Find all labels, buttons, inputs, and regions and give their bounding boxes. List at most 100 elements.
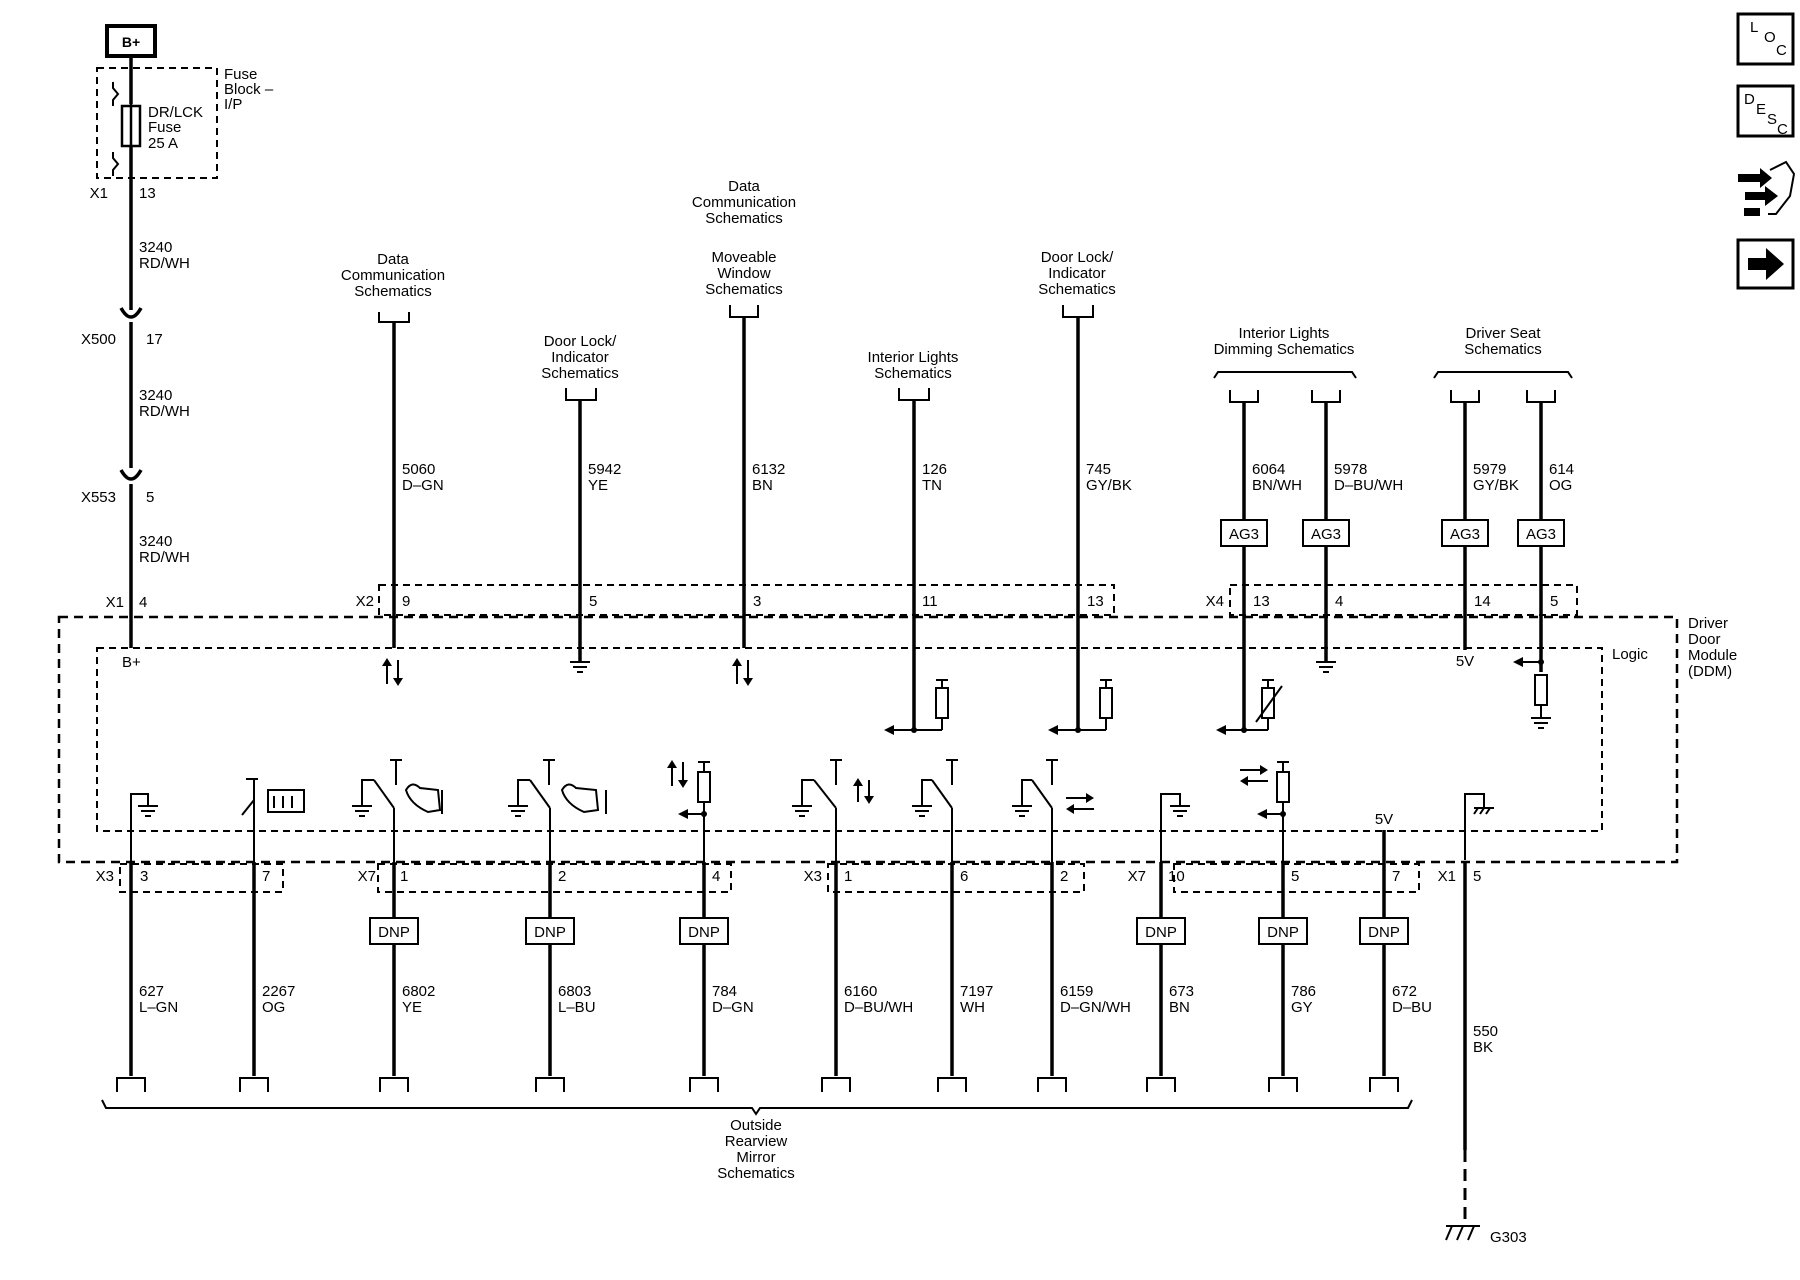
feed-color-2: RD/WH bbox=[139, 403, 190, 420]
next-page-button[interactable] bbox=[1736, 238, 1795, 290]
dnp-option-box bbox=[679, 917, 729, 945]
location-view-button[interactable]: LOC bbox=[1736, 12, 1795, 66]
connector-x3-b: X3 bbox=[804, 868, 822, 885]
connector-x4: X4 bbox=[1206, 593, 1224, 610]
pullup-resistor-icon bbox=[884, 679, 949, 735]
feed-color-3: RD/WH bbox=[139, 549, 190, 566]
ag3-option-box bbox=[1517, 519, 1565, 547]
mirror-fold-switch-icon bbox=[508, 759, 607, 880]
option-672: DNP bbox=[1368, 924, 1400, 941]
dimming-bracket bbox=[1213, 371, 1357, 379]
pullup-bidirectional-icon bbox=[1240, 761, 1290, 880]
svg-text:C: C bbox=[1776, 42, 1787, 59]
fuse-block-connector: X1 bbox=[90, 185, 108, 202]
color-5060: D–GN bbox=[402, 477, 444, 494]
x1-pin: 4 bbox=[139, 594, 147, 611]
circuit-7197: 7197 bbox=[960, 983, 993, 1000]
x553-connector-symbol bbox=[119, 469, 143, 481]
color-6132: BN bbox=[752, 477, 773, 494]
pin-126: 11 bbox=[922, 593, 938, 610]
vref-5v-label-bottom: 5V bbox=[1375, 811, 1393, 828]
color-672: D–BU bbox=[1392, 999, 1432, 1016]
color-6802: YE bbox=[402, 999, 422, 1016]
dnp-option-box bbox=[1136, 917, 1186, 945]
fuse-clip-top bbox=[112, 82, 120, 106]
harness-connector-symbol bbox=[535, 1077, 565, 1092]
pin-7197: 6 bbox=[960, 868, 968, 885]
harness-connector-symbol bbox=[1062, 305, 1094, 318]
option-786: DNP bbox=[1267, 924, 1299, 941]
harness-connector-symbol bbox=[379, 1077, 409, 1092]
connector-x1-b: X1 bbox=[1438, 868, 1456, 885]
harness-connector-symbol bbox=[1369, 1077, 1399, 1092]
ddm-outer-boundary bbox=[57, 615, 1679, 864]
color-784: D–GN bbox=[712, 999, 754, 1016]
x7-connector-body-a bbox=[377, 863, 732, 893]
circuit-5942: 5942 bbox=[588, 461, 621, 478]
circuit-550: 550 bbox=[1473, 1023, 1498, 1040]
color-6803: L–BU bbox=[558, 999, 596, 1016]
circuit-5060: 5060 bbox=[402, 461, 435, 478]
pin-745: 13 bbox=[1087, 593, 1104, 610]
dnp-option-box bbox=[1258, 917, 1308, 945]
pin-5060: 9 bbox=[402, 593, 410, 610]
option-614: AG3 bbox=[1526, 526, 1556, 543]
harness-connector-symbol bbox=[116, 1077, 146, 1092]
circuit-6803: 6803 bbox=[558, 983, 591, 1000]
svg-text:S: S bbox=[1767, 111, 1777, 128]
x4-connector-body bbox=[1229, 584, 1578, 616]
feed-circuit-3: 3240 bbox=[139, 533, 172, 550]
x1-connector: X1 bbox=[106, 594, 124, 611]
x553-pin: 5 bbox=[146, 489, 154, 506]
color-745: GY/BK bbox=[1086, 477, 1132, 494]
pin-6160: 1 bbox=[844, 868, 852, 885]
circuit-614: 614 bbox=[1549, 461, 1574, 478]
pin-673: 10 bbox=[1168, 868, 1185, 885]
option-6803: DNP bbox=[534, 924, 566, 941]
svg-text:O: O bbox=[1764, 29, 1776, 46]
x3-connector-body-b bbox=[827, 863, 1085, 893]
color-5978: D–BU/WH bbox=[1334, 477, 1403, 494]
harness-connector-symbol bbox=[729, 305, 759, 318]
ground-icon bbox=[130, 793, 158, 880]
harness-connector-symbol bbox=[1229, 390, 1259, 403]
ground-icon bbox=[1160, 793, 1190, 880]
harness-connector-symbol bbox=[821, 1077, 851, 1092]
ground-icon bbox=[1316, 661, 1336, 673]
color-673: BN bbox=[1169, 999, 1190, 1016]
mirror-bracket bbox=[101, 1099, 1413, 1116]
driver-seat-bracket bbox=[1433, 371, 1573, 379]
color-6160: D–BU/WH bbox=[844, 999, 913, 1016]
color-126: TN bbox=[922, 477, 942, 494]
harness-connector-symbol bbox=[1450, 390, 1480, 403]
harness-connector-symbol bbox=[689, 1077, 719, 1092]
ag3-option-box bbox=[1220, 519, 1268, 547]
color-550: BK bbox=[1473, 1039, 1493, 1056]
pin-2267: 7 bbox=[262, 868, 270, 885]
svg-text:C: C bbox=[1777, 121, 1788, 138]
internal-top-symbols bbox=[382, 657, 1551, 735]
harness-connector-symbol bbox=[1311, 390, 1341, 403]
ground-icon bbox=[570, 661, 590, 673]
option-6802: DNP bbox=[378, 924, 410, 941]
harness-connector-symbol bbox=[898, 388, 930, 401]
bottom-circuits: DNP DNP DNP DNP DNP DNP X3 3 7 X7 1 2 4 … bbox=[96, 830, 1527, 1246]
pin-6803: 2 bbox=[558, 868, 566, 885]
x2-connector-body bbox=[378, 584, 1115, 616]
connector-end-view-button[interactable] bbox=[1738, 160, 1796, 216]
color-5942: YE bbox=[588, 477, 608, 494]
module-b-plus-label: B+ bbox=[122, 654, 141, 671]
color-627: L–GN bbox=[139, 999, 178, 1016]
option-6064: AG3 bbox=[1229, 526, 1259, 543]
